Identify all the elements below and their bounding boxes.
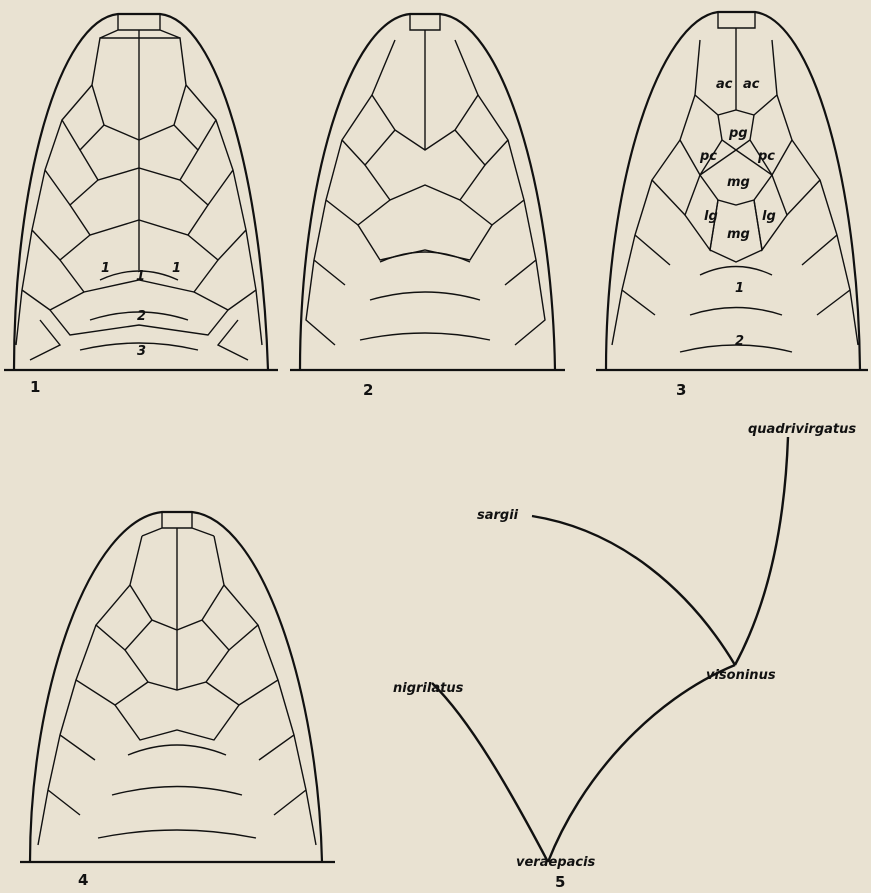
fig3-label-2: 2 bbox=[735, 334, 744, 349]
figure-1-number: 1 bbox=[30, 378, 40, 396]
fig3-label-pg: pg bbox=[728, 126, 748, 141]
fig1-label-3: 3 bbox=[137, 344, 146, 359]
fig3-label-pc-right: pc bbox=[757, 149, 775, 164]
taxon-veraepacis: veraepacis bbox=[516, 855, 596, 870]
fig1-label-1b: 1 bbox=[136, 269, 145, 284]
fig3-label-1: 1 bbox=[735, 281, 744, 296]
figure-2-number: 2 bbox=[363, 381, 373, 399]
figure-4-number: 4 bbox=[78, 871, 88, 889]
taxon-quadrivirgatus: quadrivirgatus bbox=[748, 422, 856, 437]
figure-4-tail-scales: 4 bbox=[20, 512, 335, 889]
fig1-label-1c: 1 bbox=[172, 261, 181, 276]
edge-visoninus-quadrivirgatus bbox=[735, 437, 788, 665]
fig3-label-ac-right: ac bbox=[743, 77, 760, 92]
taxon-visoninus: visoninus bbox=[706, 668, 776, 683]
figure-5-number: 5 bbox=[555, 873, 565, 891]
edge-visoninus-sargii bbox=[532, 516, 735, 665]
fig3-label-ac-left: ac bbox=[716, 77, 733, 92]
fig3-label-pc-left: pc bbox=[699, 149, 717, 164]
figure-1-tail-scales: 1 1 1 2 3 1 bbox=[4, 14, 278, 396]
fig3-label-mg-lower: mg bbox=[727, 227, 750, 242]
taxon-sargii: sargii bbox=[477, 508, 519, 523]
figure-5-relationship-diagram: quadrivirgatus sargii visoninus nigrilat… bbox=[393, 422, 856, 891]
fig3-label-lg-left: lg bbox=[704, 209, 718, 224]
edge-veraepacis-nigrilatus bbox=[432, 683, 548, 862]
figure-2-tail-scales: 2 bbox=[290, 14, 565, 399]
figure-3-tail-scales: ac ac pg pc pc mg lg lg mg 1 2 3 bbox=[596, 12, 868, 399]
edge-veraepacis-visoninus bbox=[548, 665, 735, 862]
fig1-label-2: 2 bbox=[137, 309, 146, 324]
fig3-label-lg-right: lg bbox=[762, 209, 776, 224]
taxon-nigrilatus: nigrilatus bbox=[393, 681, 464, 696]
figure-3-number: 3 bbox=[676, 381, 686, 399]
fig3-label-mg-upper: mg bbox=[727, 175, 750, 190]
fig1-label-1a: 1 bbox=[101, 261, 110, 276]
